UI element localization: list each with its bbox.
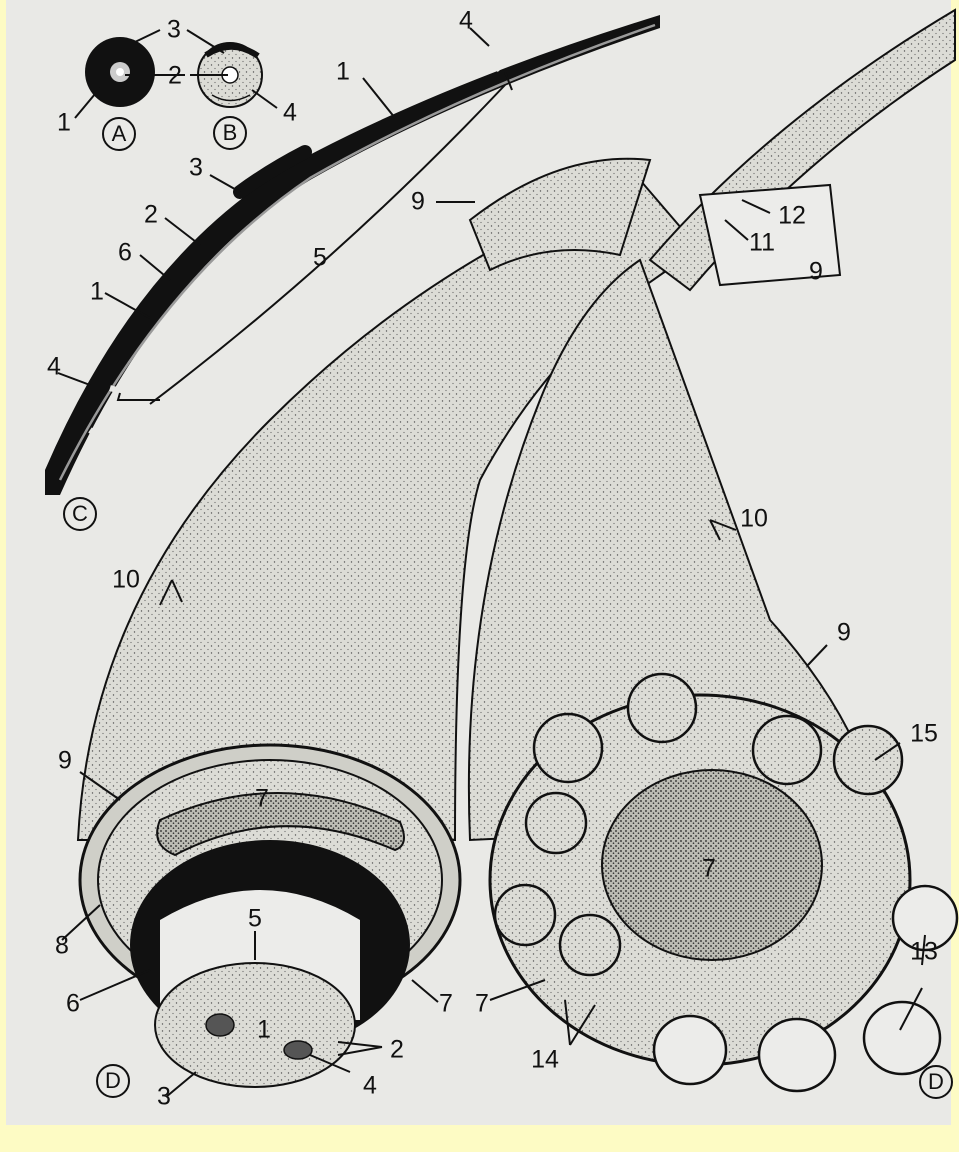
label-5-d: 5 [248,907,262,932]
label-11: 11 [749,231,775,256]
label-4-d: 4 [363,1074,377,1099]
label-15: 15 [910,722,938,747]
label-14: 14 [531,1048,559,1073]
label-12: 12 [778,204,806,229]
label-13: 13 [910,940,938,965]
panel-a-label: A [102,117,136,151]
label-1-d: 1 [257,1018,271,1043]
label-9-right-top: 9 [809,260,823,285]
label-9-left: 9 [58,749,72,774]
label-5-c: 5 [313,246,327,271]
label-1-c-top: 1 [336,60,350,85]
label-9-right: 9 [837,621,851,646]
label-3-d: 3 [157,1085,171,1110]
label-6-d: 6 [66,992,80,1017]
panel-d-left-label: D [96,1064,130,1098]
label-7-d-right: 7 [475,992,489,1017]
panel-d-right-bundle [469,10,957,1091]
label-8: 8 [55,934,69,959]
panel-c-label: C [63,497,97,531]
panel-b-label: B [213,116,247,150]
label-7-nucleus: 7 [702,857,716,882]
label-4-c: 4 [47,355,61,380]
label-6-c: 6 [118,241,132,266]
label-7-axon-band: 7 [255,787,269,812]
label-3-ab: 3 [167,18,181,43]
label-3-c: 3 [189,156,203,181]
label-10-left: 10 [112,568,140,593]
label-1-c: 1 [90,280,104,305]
panel-a-cross-section [85,37,155,107]
label-2-ab: 2 [168,64,182,89]
label-7-d-left: 7 [439,992,453,1017]
label-10-right: 10 [740,507,768,532]
label-2-d: 2 [390,1038,404,1063]
label-2-c: 2 [144,203,158,228]
label-4-c-top: 4 [459,9,473,34]
label-4-b: 4 [283,101,297,126]
panel-d-right-label: D [919,1065,953,1099]
label-1-a: 1 [57,111,71,136]
label-9-top: 9 [411,190,425,215]
